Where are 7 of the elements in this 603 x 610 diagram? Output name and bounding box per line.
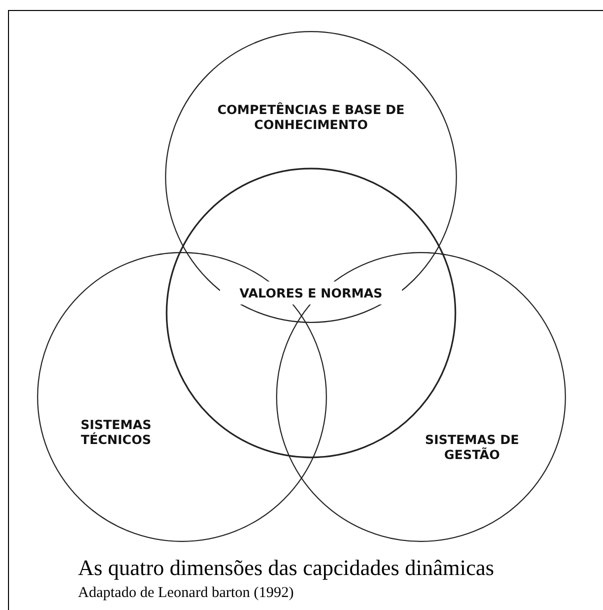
circle-label: VALORES E NORMAS (220, 282, 402, 304)
circle-label: SISTEMAS TÉCNICOS (80, 417, 152, 447)
caption: As quatro dimensões das capcidades dinâmicas (78, 555, 494, 581)
circle-label: COMPETÊNCIAS E BASE DE CONHECIMENTO (216, 102, 406, 132)
circle-label: SISTEMAS DE GESTÃO (424, 432, 520, 462)
source-note: Adaptado de Leonard barton (1992) (78, 585, 294, 602)
circle (165, 31, 457, 323)
